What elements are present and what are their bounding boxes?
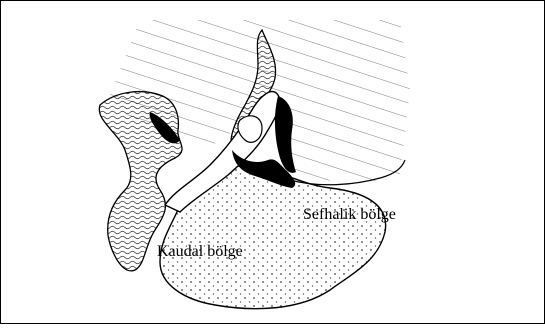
label-caudal-region: Kaudal bölge	[157, 243, 243, 261]
label-cephalic-region: Sefhalik bölge	[303, 206, 396, 224]
